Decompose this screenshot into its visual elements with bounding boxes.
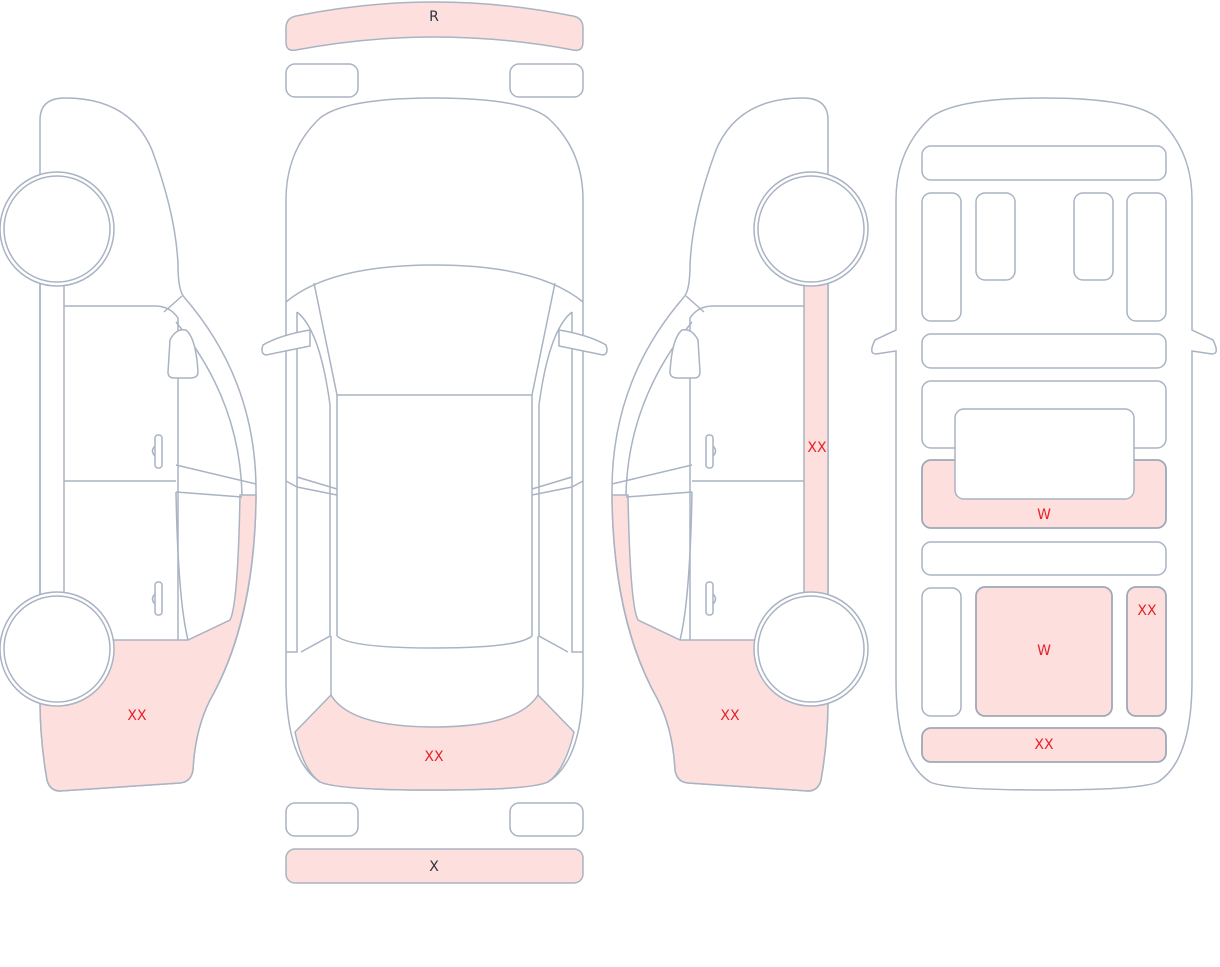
center-armrest[interactable] [954,408,1135,500]
front-bumper-label: R [429,9,439,25]
side-windows [286,311,583,653]
door-handle-rear[interactable] [151,581,163,616]
side-pillars [163,295,257,641]
dashboard[interactable] [921,145,1167,181]
rear-left-door-panel[interactable] [921,587,962,717]
trunk-label: XX [1034,737,1054,753]
rear-headliner[interactable] [921,541,1167,576]
top-view: R XX X [261,1,608,884]
rear-bumper[interactable] [285,848,584,884]
front-headliner[interactable] [921,333,1167,369]
rear-seat[interactable] [975,586,1113,717]
front-bumper[interactable] [285,1,584,52]
rear-right-label: XX [1137,603,1157,619]
side-rear-quarter-panel[interactable] [39,494,257,792]
left-side-view [0,97,257,792]
rear-right-door-panel[interactable] [1126,586,1167,717]
windshield-edge [285,264,584,303]
right-pillar-strip[interactable] [803,279,829,601]
front-right-door-panel[interactable] [1126,192,1167,322]
side-mirror[interactable] [167,328,199,379]
rear-seat-label: W [1037,643,1051,659]
rear-wheel[interactable] [3,595,111,703]
b-pillars [285,476,584,496]
front-left-door-panel[interactable] [921,192,962,322]
front-wheel[interactable] [3,175,111,283]
taillight-left[interactable] [285,802,359,837]
roof-outline[interactable] [313,282,556,695]
top-mirror-left[interactable] [261,329,311,356]
rear-bumper-label: X [429,859,439,875]
interior-view: W W XX XX [871,97,1217,791]
rear-panel-label: XX [424,749,444,765]
right-rear-quarter-panel[interactable] [611,494,829,792]
trunk[interactable] [921,727,1167,763]
rear-panel[interactable] [294,693,575,791]
left-rear-quarter-label: XX [127,708,147,724]
right-pillar-label: XX [807,440,827,456]
taillight-right[interactable] [509,802,584,837]
right-side-view [611,97,869,792]
door-handle-front[interactable] [151,434,163,469]
center-console-label: W [1037,507,1051,523]
top-mirror-right[interactable] [558,329,608,356]
headlight-right[interactable] [509,63,584,98]
right-rear-quarter-label: XX [720,708,740,724]
driver-seat[interactable] [975,192,1016,281]
headlight-left[interactable] [285,63,359,98]
passenger-seat[interactable] [1073,192,1114,281]
